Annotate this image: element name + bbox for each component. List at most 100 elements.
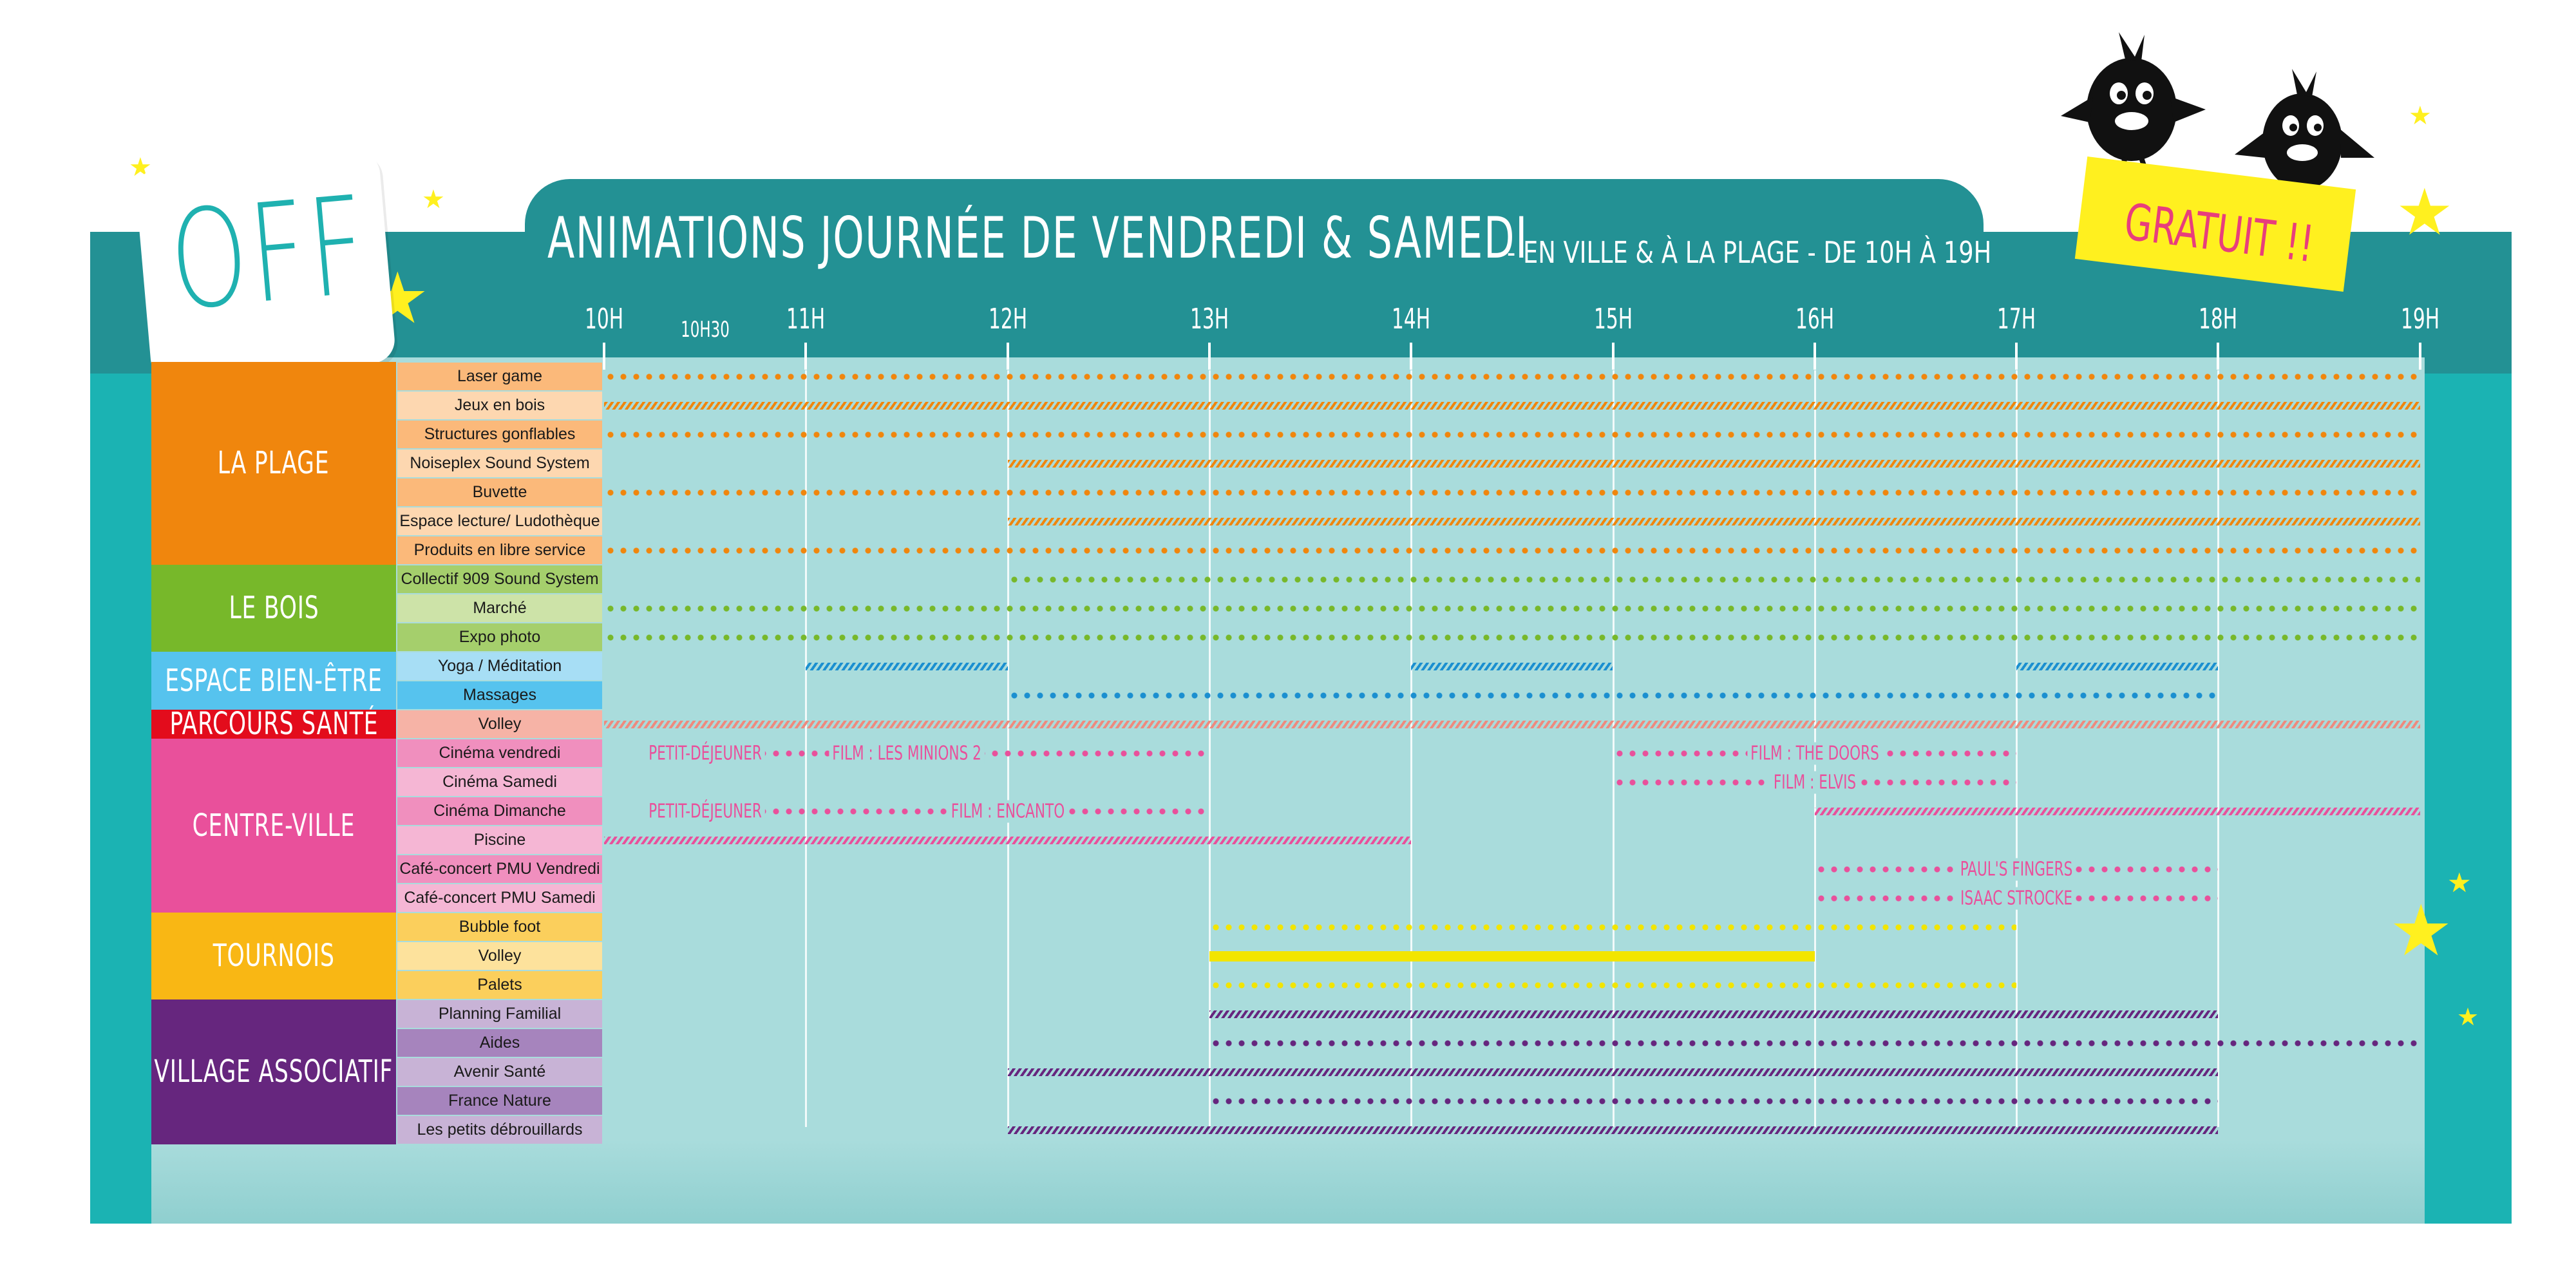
event-label: FILM : ELVIS <box>1770 771 1859 793</box>
schedule-bar <box>604 605 2420 612</box>
schedule-bar <box>1209 981 2017 989</box>
category-block: VILLAGE ASSOCIATIF <box>151 999 396 1144</box>
page-title: ANIMATIONS JOURNÉE DE VENDREDI & SAMEDI <box>547 205 1528 271</box>
schedule-bar <box>604 401 2420 410</box>
category-block: ESPACE BIEN-ÊTRE <box>151 652 396 710</box>
category-label: CENTRE-VILLE <box>192 807 355 844</box>
event-label: PETIT-DÉJEUNER <box>645 800 765 822</box>
grid-line <box>2016 370 2018 1127</box>
category-block: TOURNOIS <box>151 913 396 999</box>
star-icon: ★ <box>422 185 445 214</box>
schedule-bar <box>604 373 2420 380</box>
schedule-bar <box>1007 576 2420 583</box>
off-badge-label: OFF <box>164 166 375 341</box>
title-tab <box>525 179 1984 308</box>
activity-row-label: Café-concert PMU Samedi <box>397 884 602 912</box>
activity-row-label: Collectif 909 Sound System <box>397 565 602 593</box>
grid-line <box>805 370 808 1127</box>
schedule-bar <box>1209 923 2017 931</box>
activity-row-label: Café-concert PMU Vendredi <box>397 855 602 883</box>
activity-row-label: Avenir Santé <box>397 1058 602 1086</box>
activity-row-label: France Nature <box>397 1087 602 1115</box>
activity-row-label: Cinéma vendredi <box>397 739 602 767</box>
hour-label: 16H <box>1795 303 1834 336</box>
grid-line <box>2217 370 2220 1127</box>
activity-row-label: Buvette <box>397 478 602 506</box>
schedule-bar <box>1007 692 2219 699</box>
event-label: FILM : THE DOORS <box>1747 742 1882 764</box>
page-subtitle: - EN VILLE & À LA PLAGE - DE 10H À 19H <box>1507 235 1992 270</box>
activity-row-label: Massages <box>397 681 602 709</box>
activity-row-label: Piscine <box>397 826 602 854</box>
schedule-bar <box>604 634 2420 641</box>
hour-label: 17H <box>1997 303 2036 336</box>
hour-label: 19H <box>2400 303 2439 336</box>
event-label: PETIT-DÉJEUNER <box>645 742 765 764</box>
schedule-bar <box>1209 1039 2420 1046</box>
schedule-bar <box>1209 951 1815 961</box>
schedule-bar <box>1007 1068 2219 1076</box>
schedule-bar <box>604 547 2420 554</box>
activity-row-label: Expo photo <box>397 623 602 651</box>
hour-label: 15H <box>1593 303 1633 336</box>
hour-tick <box>1813 343 1816 370</box>
activity-row-label: Marché <box>397 594 602 622</box>
event-label: FILM : LES MINIONS 2 <box>829 742 985 764</box>
activity-row-label: Volley <box>397 942 602 970</box>
hour-tick <box>2015 343 2018 370</box>
activity-row-label: Volley <box>397 710 602 738</box>
schedule-bar <box>1814 807 2420 815</box>
activity-row-label: Cinéma Samedi <box>397 768 602 796</box>
hour-label: 12H <box>988 303 1027 336</box>
category-label: PARCOURS SANTÉ <box>169 706 378 743</box>
activity-row-label: Les petits débrouillards <box>397 1116 602 1144</box>
star-icon: ★ <box>2409 101 2432 131</box>
star-icon: ★ <box>2457 1003 2479 1031</box>
category-block: PARCOURS SANTÉ <box>151 706 396 743</box>
schedule-bar <box>1007 517 2420 526</box>
activity-row-label: Cinéma Dimanche <box>397 797 602 825</box>
event-label: ISAAC STROCKE <box>1957 887 2076 909</box>
hour-label: 10H <box>584 303 624 336</box>
activity-row-label: Planning Familial <box>397 1000 602 1028</box>
hour-tick <box>2418 343 2421 370</box>
star-icon: ★ <box>2447 867 2472 898</box>
hour-tick <box>1006 343 1009 370</box>
activity-row-label: Produits en libre service <box>397 536 602 564</box>
schedule-bar <box>1209 1097 2219 1104</box>
category-block: CENTRE-VILLE <box>151 739 396 913</box>
category-label: VILLAGE ASSOCIATIF <box>154 1054 393 1090</box>
hour-label: 10H30 <box>680 317 730 343</box>
bird-mascot-icon <box>2061 32 2206 178</box>
star-icon: ★ <box>2389 889 2453 972</box>
grid-line <box>1208 370 1211 1127</box>
schedule-bar <box>1209 1010 2219 1018</box>
activity-row-label: Noiseplex Sound System <box>397 450 602 477</box>
schedule-bar <box>1411 662 1613 670</box>
hour-tick <box>1410 343 1413 370</box>
hour-label: 18H <box>2199 303 2238 336</box>
activity-row-label: Yoga / Méditation <box>397 652 602 680</box>
grid-line <box>1007 370 1009 1127</box>
category-label: ESPACE BIEN-ÊTRE <box>165 662 383 699</box>
grid-line <box>1410 370 1413 1127</box>
category-label: LA PLAGE <box>218 445 330 482</box>
activity-row-label: Laser game <box>397 363 602 390</box>
schedule-bar <box>806 662 1008 670</box>
category-block: LE BOIS <box>151 565 396 652</box>
hour-label: 13H <box>1189 303 1229 336</box>
activity-row-label: Bubble foot <box>397 913 602 941</box>
activity-row-label: Palets <box>397 971 602 999</box>
hour-tick <box>1208 343 1211 370</box>
category-label: LE BOIS <box>229 590 319 627</box>
activity-row-label: Espace lecture/ Ludothèque <box>397 507 602 535</box>
star-icon: ★ <box>2396 175 2454 250</box>
schedule-bar <box>604 431 2420 438</box>
hour-tick <box>804 343 808 370</box>
event-label: PAUL'S FINGERS <box>1956 858 2076 880</box>
hour-label: 14H <box>1392 303 1431 336</box>
hour-label: 11H <box>786 303 826 336</box>
activity-row-label: Jeux en bois <box>397 392 602 419</box>
hour-tick <box>1611 343 1615 370</box>
schedule-bar <box>2016 662 2219 670</box>
